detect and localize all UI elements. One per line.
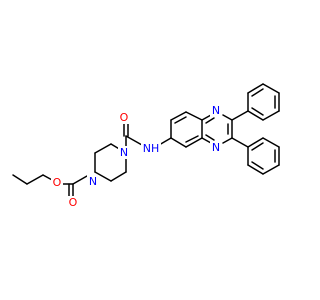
quinoxaline-left-6 [170, 137, 187, 148]
carbamate-bond [72, 175, 88, 185]
bond-layer [12, 83, 280, 198]
lower-phenyl-2 [247, 164, 264, 175]
upper-phenyl-double-1 [251, 88, 264, 97]
quinoxaline-left-3 [185, 111, 203, 121]
ester-carbonyl-oxygen-background [67, 196, 79, 209]
piperazine-nitrogen-right-label: N [120, 146, 128, 159]
piperazine-bond-2 [94, 143, 112, 154]
lower-phenyl-6 [247, 137, 264, 148]
quinoxaline-nitrogen-bottom-background [210, 141, 222, 154]
quinoxaline-nitrogen-bottom-label: N [212, 141, 220, 154]
molecule-diagram: O O N N O NH N N [12, 83, 280, 209]
amide-nitrogen-bond [125, 135, 143, 146]
upper-phenyl-6 [247, 110, 264, 121]
ester-ether-oxygen-background [51, 176, 63, 189]
quinoxaline-right-1 [201, 114, 212, 121]
chemical-structure-canvas: O O N N O NH N N [12, 83, 280, 209]
ester-carbonyl-oxygen-label: O [69, 196, 78, 209]
lower-phenyl-double-1 [251, 142, 264, 151]
lower-phenyl-link [231, 137, 249, 148]
quinoxaline-right-double-3 [205, 134, 215, 141]
piperazine-nitrogen-left-background [87, 175, 99, 188]
upper-phenyl-5 [262, 110, 280, 121]
amide-carbonyl-oxygen-label: O [120, 111, 129, 124]
piperazine-bond-6 [94, 171, 112, 182]
lower-phenyl-5 [262, 137, 280, 148]
ethyl-bond-2 [26, 174, 44, 185]
quinoxaline-left-double-1 [174, 116, 187, 124]
quinoxaline-nitrogen-top-background [210, 104, 222, 117]
atom-label-layer: O O N N O NH N N [51, 104, 222, 209]
amide-nitrogen-label: NH [143, 142, 160, 155]
quinoxaline-right-2 [222, 114, 233, 121]
quinoxaline-left-2 [170, 111, 187, 121]
lower-phenyl-3 [262, 164, 280, 175]
quinoxaline-right-4 [222, 137, 233, 144]
upper-phenyl-double-3 [251, 107, 264, 116]
amide-nitrogen-background [141, 142, 161, 155]
ethyl-bond-1 [12, 174, 28, 185]
upper-phenyl-link [231, 110, 249, 121]
lower-phenyl-double-3 [251, 161, 264, 170]
ester-ether-oxygen-label: O [53, 176, 62, 189]
piperazine-nitrogen-left-label: N [89, 175, 97, 188]
quinoxaline-left-double-2 [185, 135, 199, 143]
quinoxaline-right-double-1 [205, 117, 215, 124]
piperazine-bond-5 [110, 171, 127, 182]
quinoxaline-right-5 [201, 137, 212, 144]
upper-phenyl-2 [247, 83, 264, 94]
upper-phenyl-3 [262, 83, 280, 94]
quinoxaline-nitrogen-top-label: N [212, 104, 220, 117]
piperazine-nitrogen-right-background [118, 146, 130, 159]
amide-carbonyl-oxygen-background [118, 111, 130, 124]
quinoxaline-left-5 [185, 137, 203, 148]
